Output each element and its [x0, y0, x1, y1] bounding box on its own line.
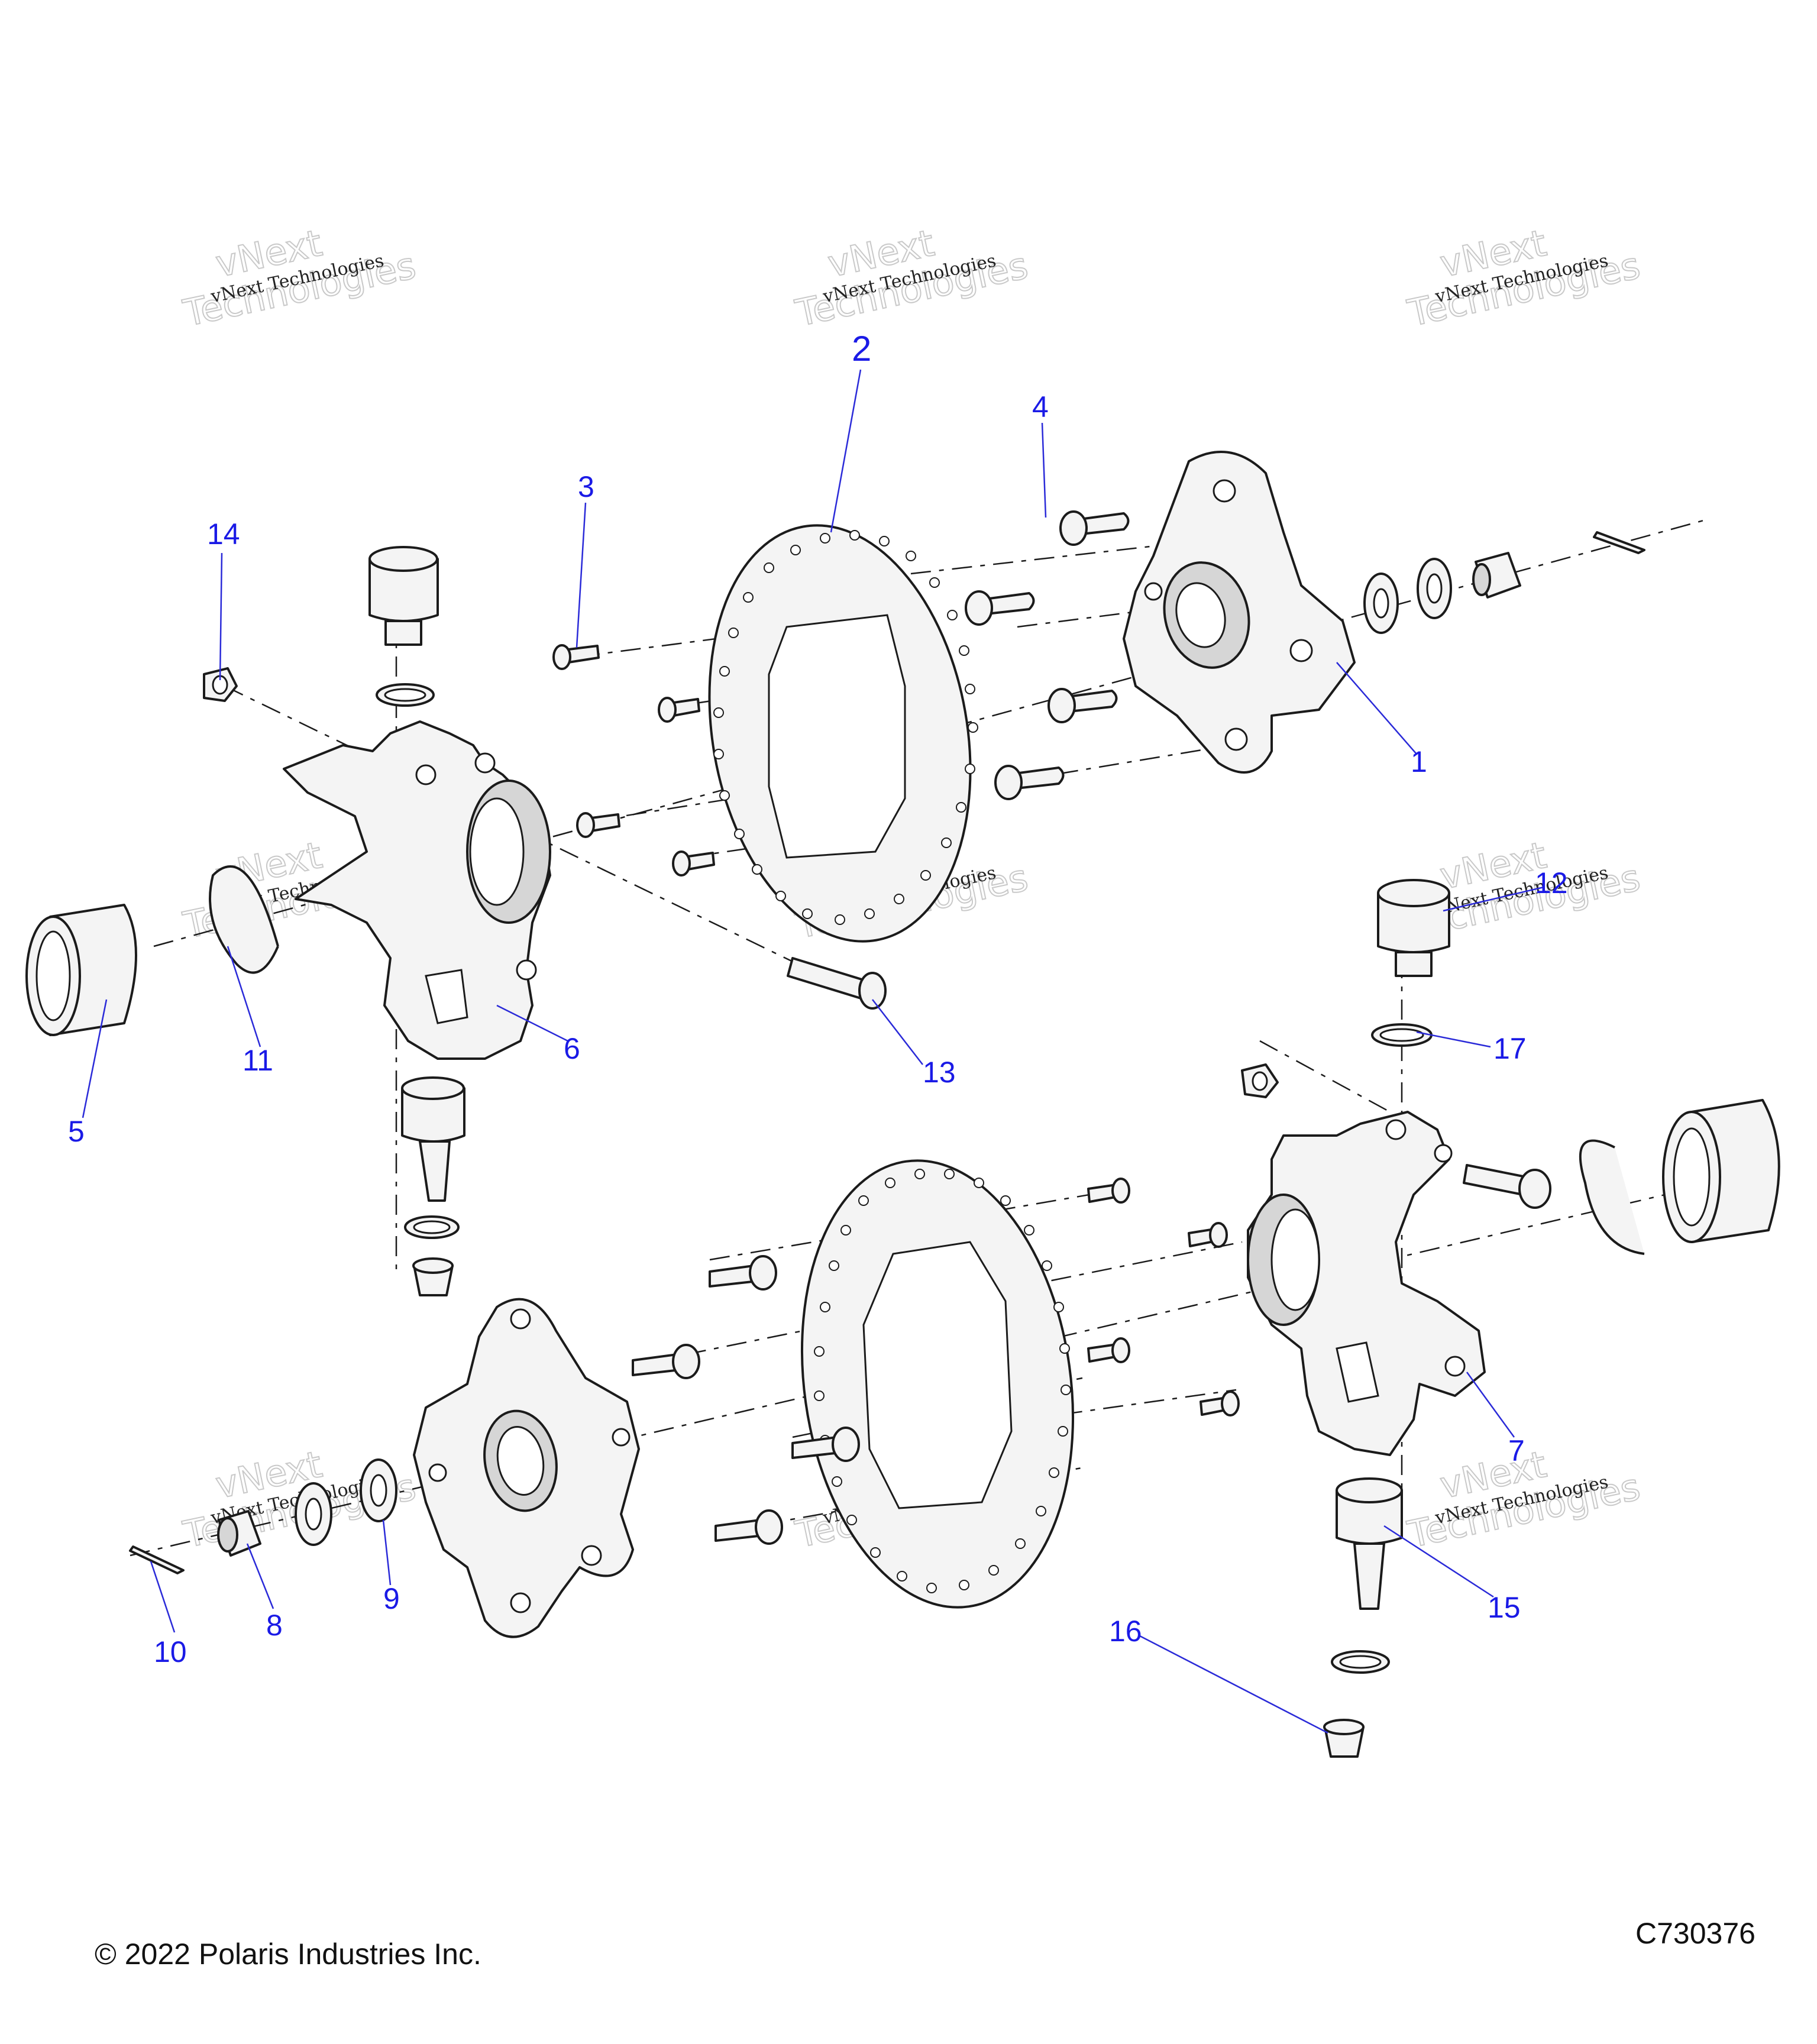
callout-leaders	[82, 369, 1544, 1734]
callout-17: 17	[1493, 1032, 1527, 1065]
callout-9: 9	[383, 1582, 400, 1615]
callout-16: 16	[1109, 1615, 1142, 1648]
lower-ball-joint-top	[401, 1076, 465, 1296]
snap-ring-right-upper	[1371, 1023, 1433, 1047]
callouts: 1 2 3 4 5 6 7 8 9 10 11 12 13 14 15 16 1…	[68, 329, 1568, 1668]
watermark: vNext Technologies vNext Technologies	[791, 221, 1032, 335]
snap-ring-right	[1579, 1139, 1645, 1255]
wheel-hub-top	[1123, 451, 1356, 774]
bolt-pinch-right	[1463, 1164, 1551, 1209]
upper-ball-joint-right	[1377, 879, 1450, 977]
bolt-pinch	[787, 957, 887, 1010]
axle-hardware-bottom	[129, 1458, 397, 1574]
brake-disc-bolts-top	[552, 644, 715, 877]
callout-7: 7	[1508, 1434, 1525, 1467]
pinch-nut-right	[1241, 1063, 1279, 1098]
snap-ring-left	[209, 865, 279, 974]
callout-11: 11	[243, 1044, 273, 1077]
watermark: vNext Technologies vNext Technologies	[1403, 221, 1644, 335]
steering-knuckle-right	[1247, 1111, 1486, 1456]
lower-ball-joint-right	[1336, 1477, 1403, 1610]
callout-5: 5	[68, 1115, 85, 1148]
wheel-hub-bottom	[413, 1298, 640, 1638]
wheel-bearing-right	[1662, 1099, 1780, 1243]
steering-knuckle-top	[283, 720, 551, 1060]
callout-12: 12	[1535, 866, 1568, 900]
callout-3: 3	[578, 470, 594, 503]
callout-4: 4	[1032, 390, 1049, 423]
brake-disc-top	[708, 524, 978, 943]
callout-14: 14	[207, 518, 240, 551]
wheel-bearing-left	[25, 904, 137, 1036]
callout-8: 8	[266, 1609, 283, 1642]
brake-disc-bolts-bottom	[1087, 1178, 1240, 1416]
castle-nut-right	[1323, 1719, 1365, 1758]
brake-disc-bottom	[800, 1159, 1075, 1609]
callout-1: 1	[1411, 745, 1427, 778]
callout-15: 15	[1488, 1591, 1521, 1624]
wheel-studs-bottom	[632, 1255, 860, 1545]
drawing-id: C730376	[1635, 1917, 1755, 1950]
callout-2: 2	[852, 329, 871, 368]
copyright-notice: © 2022 Polaris Industries Inc.	[95, 1938, 481, 1971]
watermark: vNext Technologies vNext Technologies	[179, 221, 420, 335]
callout-10: 10	[154, 1635, 187, 1668]
pinch-nut	[203, 667, 238, 702]
snap-ring-right-lower	[1331, 1650, 1390, 1674]
callout-13: 13	[923, 1056, 956, 1089]
watermark: vNext Technologies vNext Technologies	[1403, 833, 1644, 947]
wheel-studs-top	[965, 510, 1130, 800]
axle-hardware-top	[1363, 531, 1645, 634]
callout-6: 6	[564, 1032, 580, 1065]
upper-ball-joint-top	[368, 546, 439, 707]
